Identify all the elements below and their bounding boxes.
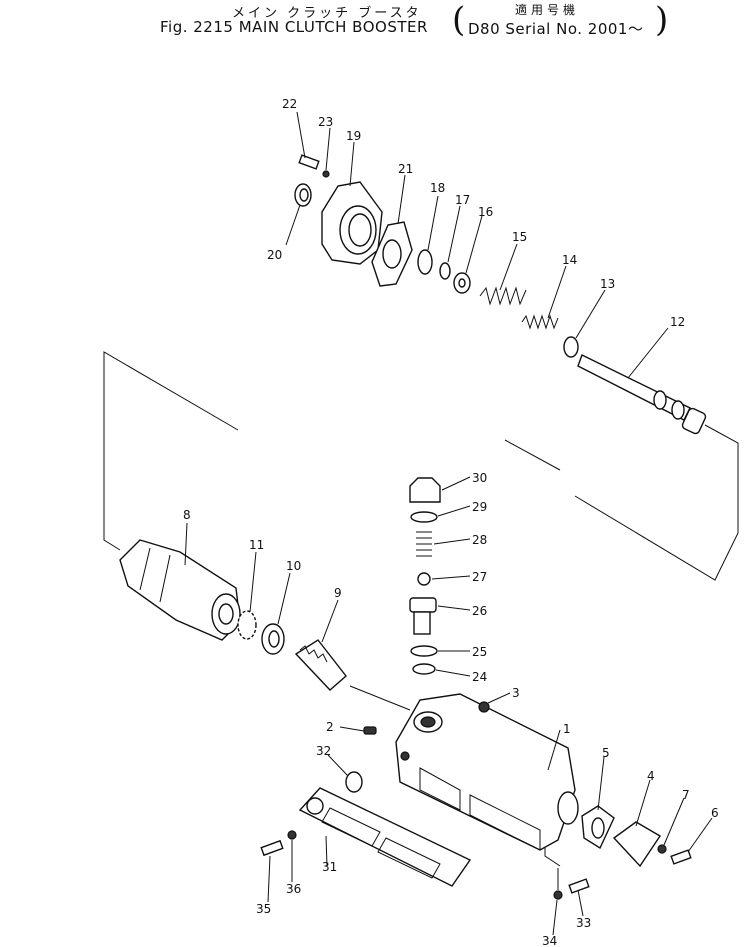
part-33-bolt — [568, 878, 590, 894]
part-1-booster-body — [395, 693, 579, 851]
part-label-21: 21 — [398, 162, 413, 176]
part-17-clip — [439, 262, 451, 280]
part-32-o-ring — [345, 771, 363, 793]
part-30-cap — [409, 477, 441, 503]
part-label-2: 2 — [326, 720, 334, 734]
part-2-plug — [363, 726, 377, 735]
part-label-25: 25 — [472, 645, 487, 659]
part-label-18: 18 — [430, 181, 445, 195]
part-label-11: 11 — [249, 538, 264, 552]
part-16-washer — [453, 272, 471, 294]
part-25-o-ring — [410, 645, 438, 657]
part-label-29: 29 — [472, 500, 487, 514]
part-label-4: 4 — [647, 769, 655, 783]
part-label-1: 1 — [563, 722, 571, 736]
serial-bracket-close: ) — [655, 0, 669, 40]
part-8-cylinder — [119, 539, 241, 641]
part-label-36: 36 — [286, 882, 301, 896]
part-label-19: 19 — [346, 129, 361, 143]
part-label-33: 33 — [576, 916, 591, 930]
part-5-gasket — [581, 805, 615, 850]
part-3-plug — [478, 701, 490, 713]
part-label-30: 30 — [472, 471, 487, 485]
figure-title: Fig. 2215 MAIN CLUTCH BOOSTER — [160, 18, 428, 36]
part-27-ball — [417, 572, 431, 586]
part-label-10: 10 — [286, 559, 301, 573]
title-japanese: メイン クラッチ ブースタ — [232, 6, 422, 21]
part-label-16: 16 — [478, 205, 493, 219]
part-14-spring — [521, 314, 559, 330]
alignment-lines — [103, 351, 739, 890]
part-18-ring — [417, 249, 433, 275]
part-label-27: 27 — [472, 570, 487, 584]
part-35-bolt — [260, 839, 284, 857]
part-label-20: 20 — [267, 248, 282, 262]
serial-heading-japanese: 適用号機 — [515, 3, 580, 17]
part-label-3: 3 — [512, 686, 520, 700]
part-28-spring — [416, 531, 432, 557]
part-label-23: 23 — [318, 115, 333, 129]
part-11-lock-washer — [237, 610, 257, 640]
part-10-nut — [261, 623, 285, 655]
part-label-6: 6 — [711, 806, 719, 820]
part-4-cover-plate — [612, 821, 661, 868]
part-label-17: 17 — [455, 193, 470, 207]
part-label-7: 7 — [682, 788, 690, 802]
part-24-o-ring — [412, 663, 436, 675]
part-label-32: 32 — [316, 744, 331, 758]
part-label-9: 9 — [334, 586, 342, 600]
leader-lines — [184, 111, 713, 936]
part-label-34: 34 — [542, 934, 557, 947]
part-label-14: 14 — [562, 253, 577, 267]
part-23-washer — [322, 170, 330, 178]
part-label-15: 15 — [512, 230, 527, 244]
part-label-12: 12 — [670, 315, 685, 329]
part-19-housing — [321, 181, 383, 265]
part-31-gasket — [298, 787, 472, 887]
part-36-washer — [287, 830, 297, 840]
part-label-24: 24 — [472, 670, 487, 684]
part-labels: 1 2 3 4 5 6 7 8 9 10 11 12 13 14 15 16 1… — [183, 97, 719, 947]
part-7-washer — [657, 844, 667, 854]
part-label-35: 35 — [256, 902, 271, 916]
part-label-13: 13 — [600, 277, 615, 291]
part-34-washer — [553, 890, 563, 900]
part-label-8: 8 — [183, 508, 191, 522]
part-29-o-ring — [410, 511, 438, 523]
part-22-bolt — [298, 154, 320, 170]
part-26-valve-seat — [409, 597, 437, 635]
part-label-28: 28 — [472, 533, 487, 547]
part-label-22: 22 — [282, 97, 297, 111]
part-label-31: 31 — [322, 860, 337, 874]
serial-applicability: D80 Serial No. 2001～ — [468, 20, 644, 38]
part-12-piston-rod — [577, 354, 707, 435]
serial-bracket-open: ( — [452, 0, 466, 40]
part-label-5: 5 — [602, 746, 610, 760]
part-9-fitting — [294, 639, 347, 691]
part-13-nut — [563, 336, 579, 358]
part-6-bolt — [670, 849, 692, 865]
part-label-26: 26 — [472, 604, 487, 618]
part-20-seal — [294, 183, 312, 207]
part-21-gasket — [371, 221, 413, 287]
part-15-spring — [479, 286, 527, 306]
